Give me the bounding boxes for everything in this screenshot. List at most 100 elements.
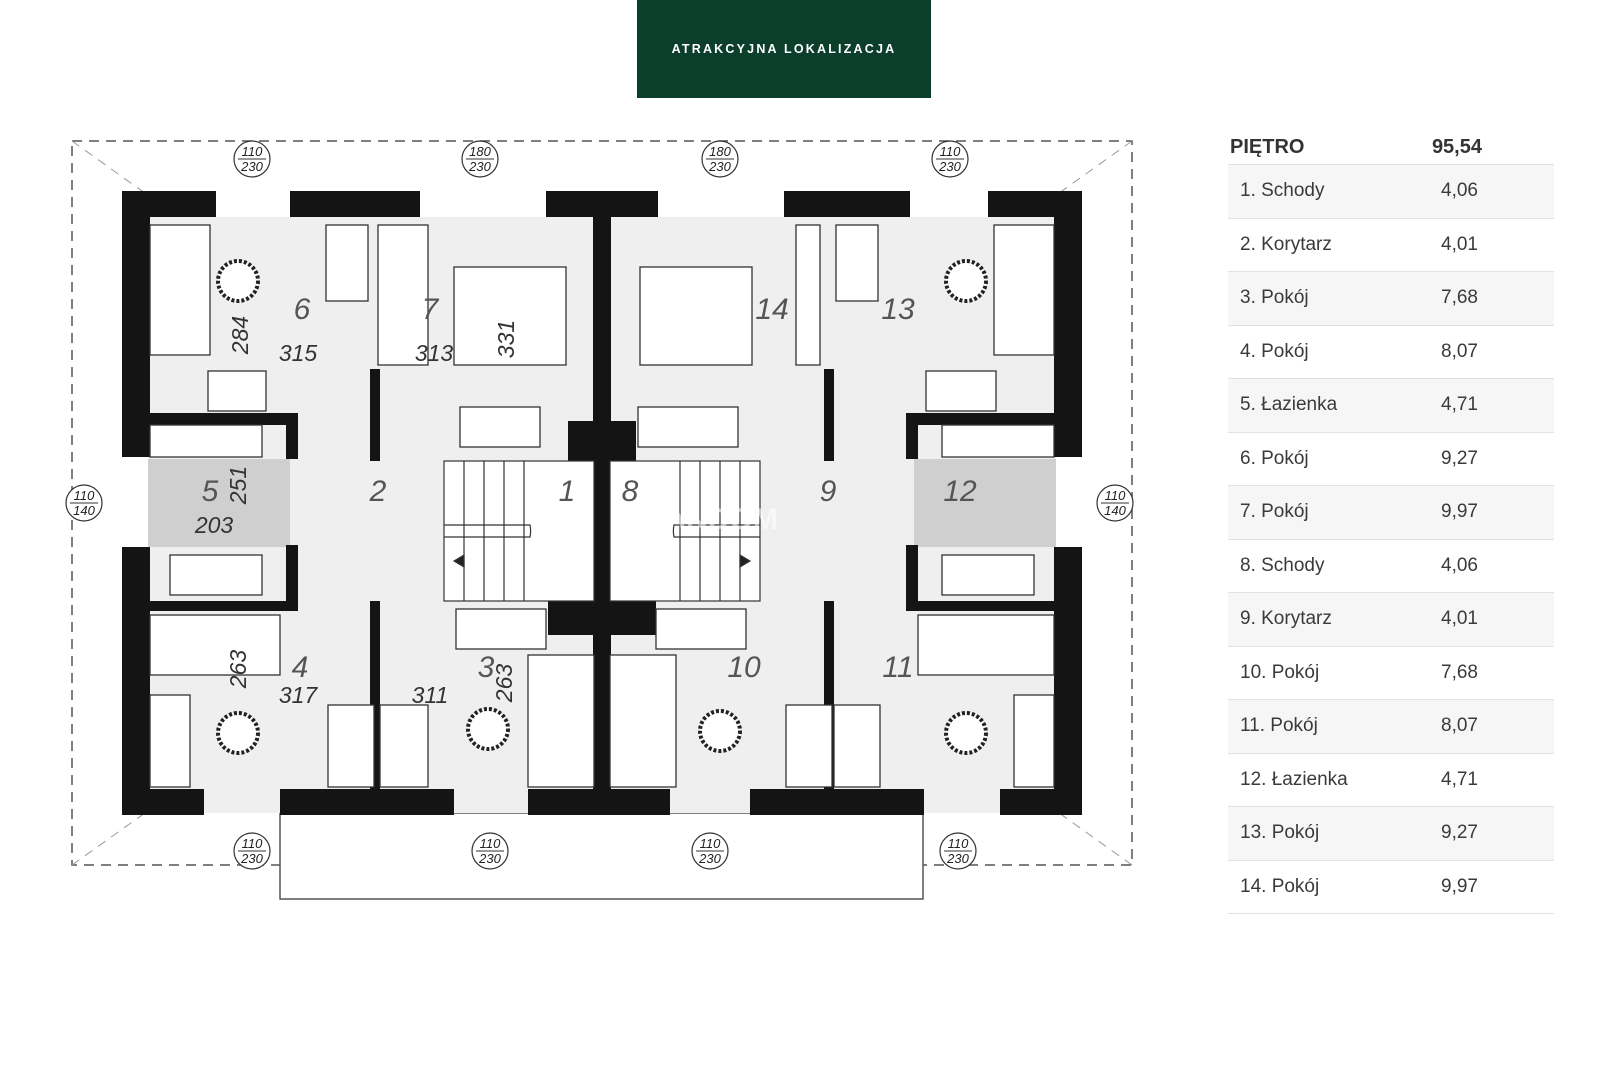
table-row: 11. Pokój 8,07 [1228, 700, 1554, 754]
window-width: 110 [700, 836, 721, 851]
room-label: 8. Schody [1240, 554, 1325, 576]
window-height: 230 [478, 851, 501, 866]
room-label: 10. Pokój [1240, 661, 1320, 683]
room-number: 6 [294, 293, 311, 326]
window-height: 230 [708, 159, 731, 174]
balcony [279, 812, 924, 900]
floor-plan: 1102301802301802301102301101401101401102… [65, 140, 1134, 900]
window-width: 110 [1105, 488, 1126, 503]
furniture [149, 224, 1055, 788]
room-area: 4,01 [1441, 233, 1478, 255]
room-label: 13. Pokój [1240, 822, 1320, 844]
table-row: 8. Schody 4,06 [1228, 540, 1554, 593]
room-label: 4. Pokój [1240, 340, 1309, 362]
interior-walls [148, 191, 1056, 815]
roof-ridge-line [71, 140, 401, 376]
room-number: 13 [881, 293, 915, 326]
room-area: 9,27 [1441, 447, 1478, 469]
room-area: 9,97 [1441, 875, 1478, 897]
banner-text: ATRAKCYJNA LOKALIZACJA [671, 42, 897, 56]
room-area: 9,97 [1441, 501, 1478, 523]
room-area: 7,68 [1441, 287, 1478, 309]
room-number: 11 [882, 651, 913, 684]
roof-ridge-line [803, 140, 1133, 376]
watermark: ELANDOM [626, 503, 778, 536]
table-header-label: PIĘTRO [1230, 135, 1305, 158]
room-number: 7 [422, 293, 440, 326]
window-height: 230 [240, 851, 263, 866]
table-row: 7. Pokój 9,97 [1228, 486, 1554, 540]
room-number: 9 [820, 475, 837, 508]
room-area: 9,27 [1441, 822, 1478, 844]
window-height: 230 [698, 851, 721, 866]
staircase-left [443, 460, 595, 602]
dimension-label: 313 [415, 340, 454, 366]
dimension-label: 263 [491, 664, 517, 704]
dimension-label: 263 [225, 650, 251, 690]
room-area: 4,06 [1441, 180, 1478, 202]
bathroom-floor [148, 459, 290, 547]
area-table: PIĘTRO 95,54 1. Schody 4,06 2. Korytarz 4,0… [1228, 130, 1554, 914]
table-row: 13. Pokój 9,27 [1228, 807, 1554, 861]
room-label: 5. Łazienka [1240, 394, 1338, 416]
room-area: 8,07 [1441, 340, 1478, 362]
window-width: 110 [242, 144, 263, 159]
room-label: 12. Łazienka [1240, 768, 1348, 790]
room-number: 4 [292, 651, 309, 684]
room-label: 7. Pokój [1240, 501, 1309, 523]
table-row: 14. Pokój 9,97 [1228, 861, 1554, 914]
location-banner: ATRAKCYJNA LOKALIZACJA [637, 0, 931, 98]
table-row: 10. Pokój 7,68 [1228, 647, 1554, 700]
room-number: 14 [755, 293, 788, 326]
window-width: 110 [480, 836, 501, 851]
room-label: 2. Korytarz [1240, 233, 1332, 255]
room-number: 2 [369, 475, 387, 508]
room-label: 11. Pokój [1240, 715, 1318, 737]
room-label: 14. Pokój [1240, 875, 1320, 897]
window-width: 180 [709, 144, 731, 159]
window-height: 230 [946, 851, 969, 866]
window-width: 110 [948, 836, 969, 851]
table-header-value: 95,54 [1431, 135, 1482, 158]
room-area: 7,68 [1441, 661, 1478, 683]
window-width: 110 [74, 488, 95, 503]
window-width: 110 [242, 836, 263, 851]
room-number: 1 [559, 475, 576, 508]
room-number: 8 [622, 475, 639, 508]
room-label: 6. Pokój [1240, 447, 1309, 469]
window-height: 230 [468, 159, 491, 174]
window-height: 140 [73, 503, 95, 518]
room-number: 3 [478, 651, 495, 684]
dimension-label: 315 [279, 340, 318, 366]
room-area: 4,06 [1441, 554, 1478, 576]
dimension-label: 317 [279, 682, 319, 708]
room-label: 1. Schody [1240, 180, 1325, 202]
table-row: 2. Korytarz 4,01 [1228, 219, 1554, 272]
bathroom-floor [914, 459, 1056, 547]
window-width: 180 [469, 144, 491, 159]
window-height: 140 [1104, 503, 1126, 518]
rug-icons [216, 259, 988, 755]
dimension-label: 203 [194, 512, 234, 538]
room-area: 8,07 [1441, 715, 1478, 737]
dimension-label: 251 [225, 466, 251, 505]
dimension-label: 331 [493, 320, 519, 358]
roof-ridge-line [803, 630, 1133, 866]
dimension-label: 311 [412, 682, 449, 708]
